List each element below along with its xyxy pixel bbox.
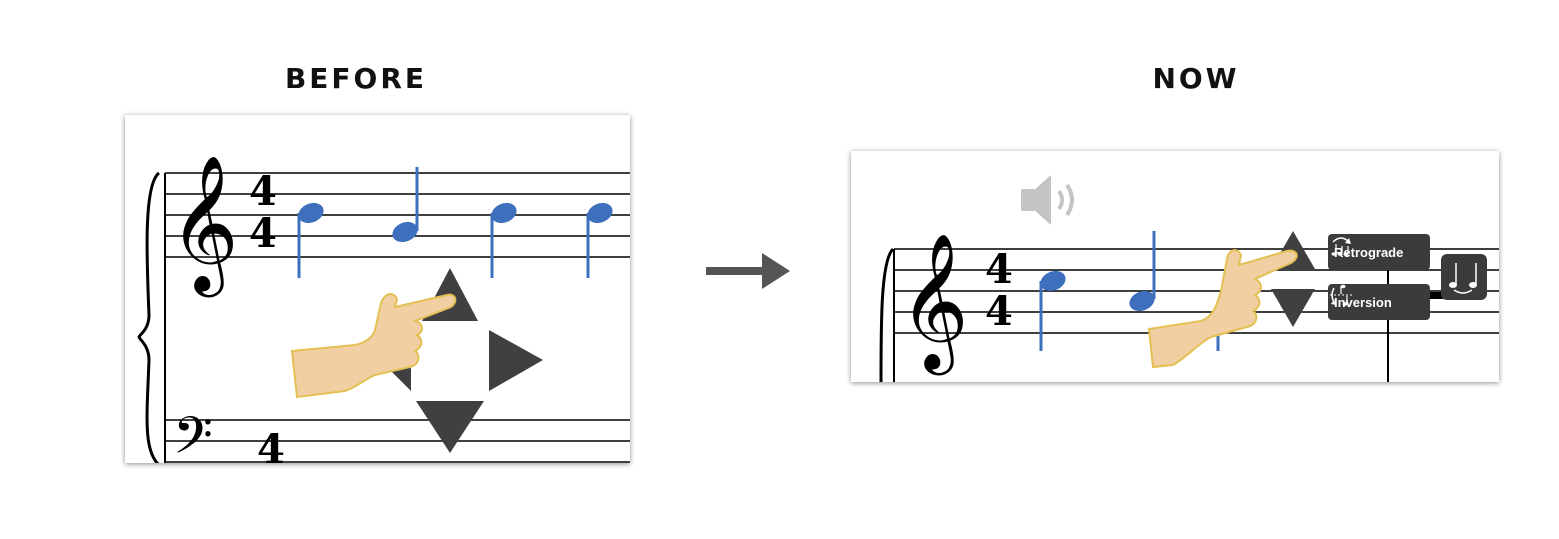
now-heading: NOW <box>1152 62 1240 95</box>
before-score-panel: 𝄞 4 4 𝄢 4 <box>125 115 630 463</box>
before-heading: BEFORE <box>284 62 428 95</box>
down-arrow-control[interactable] <box>416 401 484 453</box>
retrograde-label: Retrograde <box>1334 244 1404 260</box>
pointing-hand-icon <box>290 293 457 399</box>
treble-clef-icon: 𝄞 <box>899 231 969 375</box>
right-arrow-icon <box>706 253 790 289</box>
bass-clef-icon: 𝄢 <box>173 405 213 463</box>
now-score-panel: 𝄞 4 4 <box>851 151 1499 382</box>
grand-staff-brace <box>879 247 895 382</box>
note-1[interactable] <box>1037 267 1068 351</box>
speaker-icon[interactable] <box>1021 175 1074 225</box>
inversion-label: Inversion <box>1334 294 1392 310</box>
time-signature: 4 4 <box>249 168 277 257</box>
grand-staff-brace <box>137 171 161 463</box>
note-2[interactable] <box>389 167 420 246</box>
inversion-icon <box>1330 284 1352 306</box>
note-4[interactable] <box>584 199 615 278</box>
bass-staff <box>165 419 630 463</box>
retrograde-button[interactable]: Retrograde <box>1328 234 1430 270</box>
note-3[interactable] <box>488 199 519 278</box>
tied-notes-icon <box>1449 263 1477 294</box>
note-1[interactable] <box>295 199 326 278</box>
pointing-hand-icon <box>1147 249 1298 369</box>
right-arrow-control[interactable] <box>489 330 543 391</box>
before-score-canvas: 𝄞 4 4 𝄢 4 <box>137 153 630 463</box>
note-preview-card[interactable] <box>1441 254 1487 300</box>
svg-text:4: 4 <box>249 168 277 215</box>
bass-time-signature: 4 <box>257 426 285 463</box>
treble-clef-icon: 𝄞 <box>169 153 239 297</box>
time-signature: 4 4 <box>985 246 1013 335</box>
retrograde-icon <box>1331 237 1351 256</box>
note-2[interactable] <box>1126 231 1157 315</box>
svg-text:4: 4 <box>985 288 1013 335</box>
svg-text:4: 4 <box>249 210 277 257</box>
svg-text:4: 4 <box>985 246 1013 293</box>
inversion-button[interactable]: Inversion <box>1328 284 1430 320</box>
down-arrow-control[interactable] <box>1271 289 1315 327</box>
